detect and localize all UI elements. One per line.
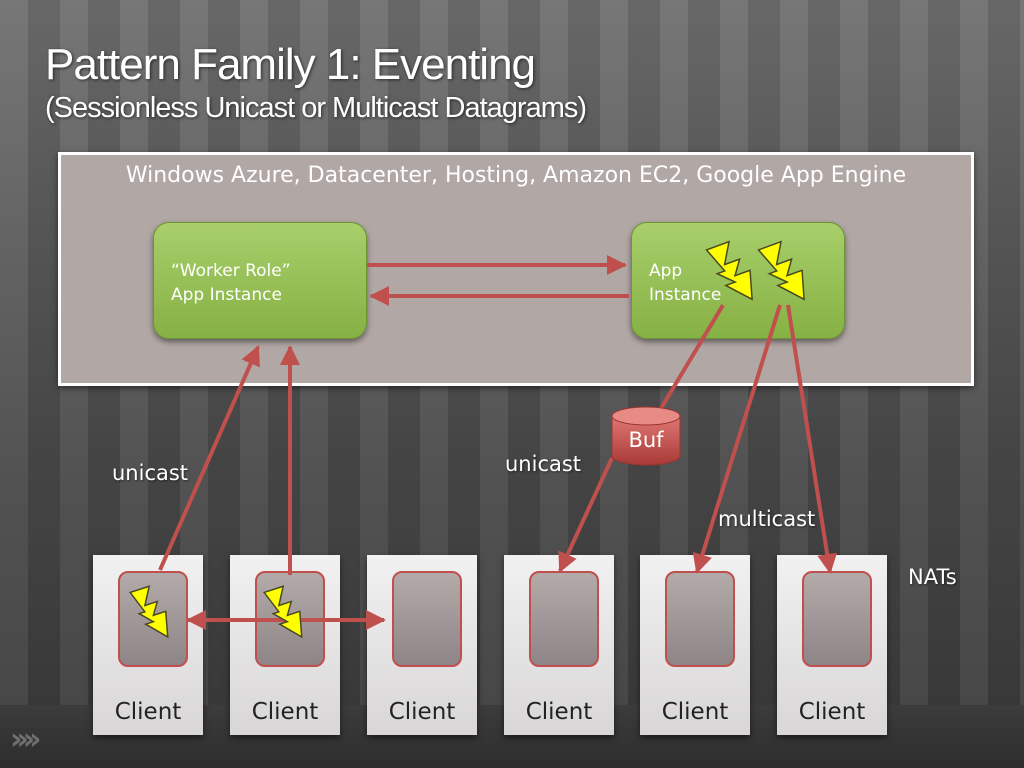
lightning-icon [757,240,805,301]
client-node-5: Client [640,555,750,735]
client-nat-5 [665,571,735,667]
left-unicast-label: unicast [112,461,189,485]
client-node-6: Client [777,555,887,735]
arrow-multicast-client5 [692,304,782,574]
client-node-3: Client [367,555,477,735]
client-nat-3 [392,571,462,667]
worker-role-node: “Worker Role” App Instance [153,222,367,339]
slide-title: Pattern Family 1: Eventing [45,40,536,89]
nats-label: NATs [908,565,957,589]
lightning-icon [128,585,169,639]
worker-role-label: “Worker Role” [171,261,291,281]
app-label: App [649,261,683,281]
arrow-app-to-buffer [658,303,725,412]
client-label-3: Client [388,699,456,725]
center-unicast-label: unicast [505,452,582,476]
arrow-multicast-client6 [786,304,838,574]
lightning-icon [262,585,303,639]
app-instance-label: Instance [649,285,722,305]
arrow-client1-unicast [158,345,260,571]
slide-subtitle: (Sessionless Unicast or Multicast Datagr… [45,92,587,124]
client-label-6: Client [798,699,866,725]
buffer-cylinder-icon [611,406,681,466]
client-label-4: Client [525,699,593,725]
client-label-1: Client [114,699,182,725]
buffer-label: Buf [628,428,664,452]
lightning-icon [705,240,753,301]
client-label-5: Client [661,699,729,725]
cloud-hosting-label: Windows Azure, Datacenter, Hosting, Amaz… [125,163,907,188]
worker-instance-label: App Instance [171,285,282,305]
client-node-1: Client [93,555,203,735]
client-label-2: Client [251,699,319,725]
multicast-label: multicast [718,507,816,531]
client-node-4: Client [504,555,614,735]
arrow-buffer-to-client4 [558,457,614,573]
client-nat-4 [529,571,599,667]
